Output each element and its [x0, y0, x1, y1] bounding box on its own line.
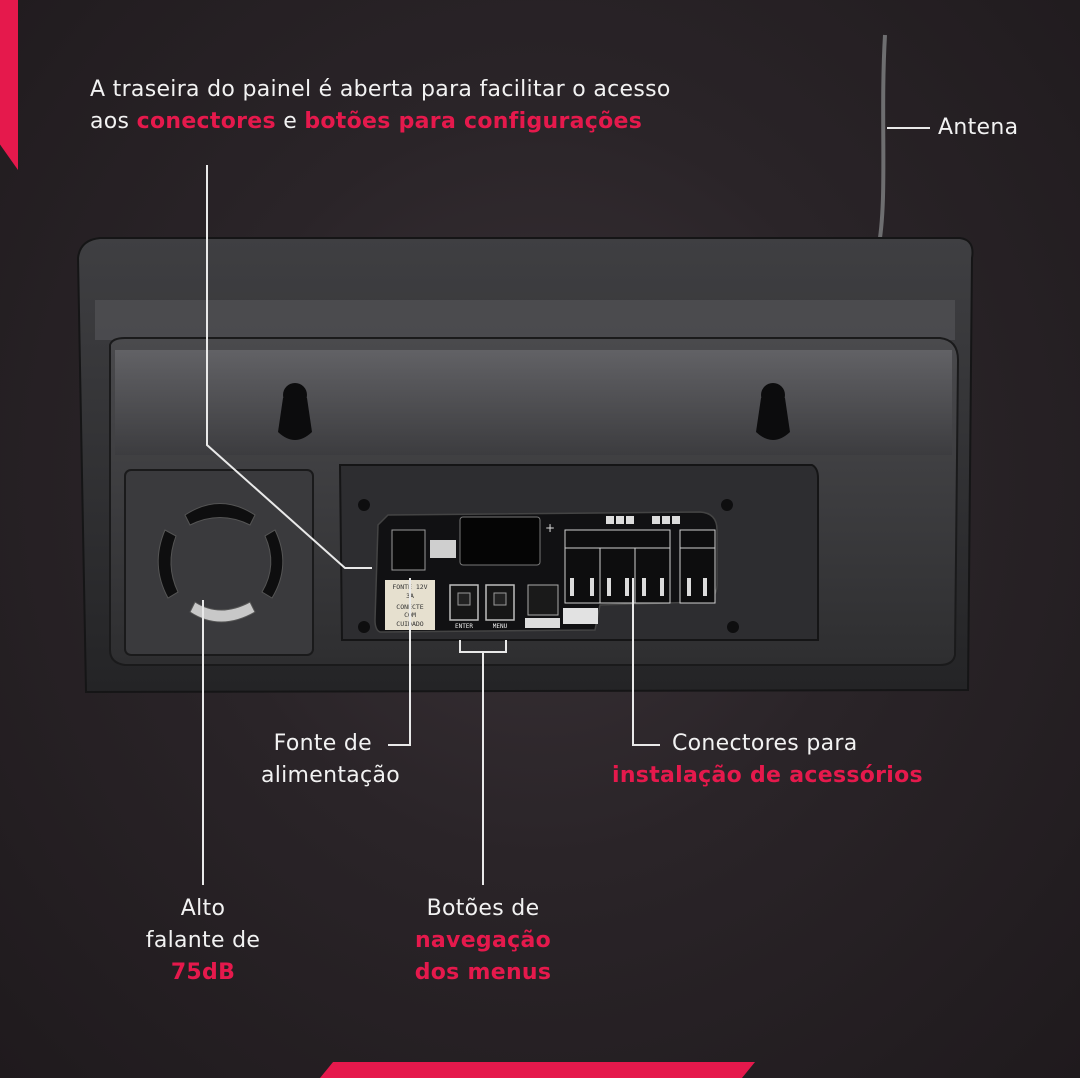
intro-mid: e	[283, 109, 298, 134]
connectors-label: Conectores para instalação de acessórios	[612, 728, 992, 792]
connector-grid	[564, 529, 716, 604]
antenna-label: Antena	[938, 115, 1019, 140]
power-line-1: Fonte de	[273, 731, 372, 756]
speaker-line-1: Alto	[180, 896, 226, 921]
nav-highlight-2: dos menus	[414, 960, 552, 985]
intro-line-2: aos conectores e botões para configuraçõ…	[90, 106, 810, 138]
speaker-line-2: falante de	[145, 928, 261, 953]
intro-highlight-buttons: botões para configurações	[304, 109, 643, 134]
nav-highlight-1: navegação	[414, 928, 552, 953]
mount-keyholes	[278, 383, 790, 440]
board-btn-label-0: ENTER	[455, 623, 473, 630]
accent-bar-bottom	[320, 1062, 755, 1078]
accent-bar-left	[0, 0, 18, 170]
intro-prefix: aos	[90, 109, 130, 134]
svg-text:+: +	[545, 521, 555, 535]
power-label: Fonte de alimentação	[200, 728, 400, 792]
speaker-grille	[157, 503, 284, 623]
nav-line-1: Botões de	[426, 896, 540, 921]
connectors-highlight: instalação de acessórios	[612, 763, 923, 788]
nav-buttons-label: Botões de navegação dos menus	[383, 893, 583, 989]
intro-text: A traseira do painel é aberta para facil…	[90, 74, 810, 138]
connectors-line-1: Conectores para	[672, 731, 858, 756]
board-btn-label-1: MENU	[493, 623, 508, 630]
speaker-highlight: 75dB	[170, 960, 236, 985]
speaker-label: Alto falante de 75dB	[113, 893, 293, 989]
intro-highlight-connectors: conectores	[136, 109, 276, 134]
power-line-2: alimentação	[260, 763, 400, 788]
intro-line-1: A traseira do painel é aberta para facil…	[90, 77, 671, 102]
